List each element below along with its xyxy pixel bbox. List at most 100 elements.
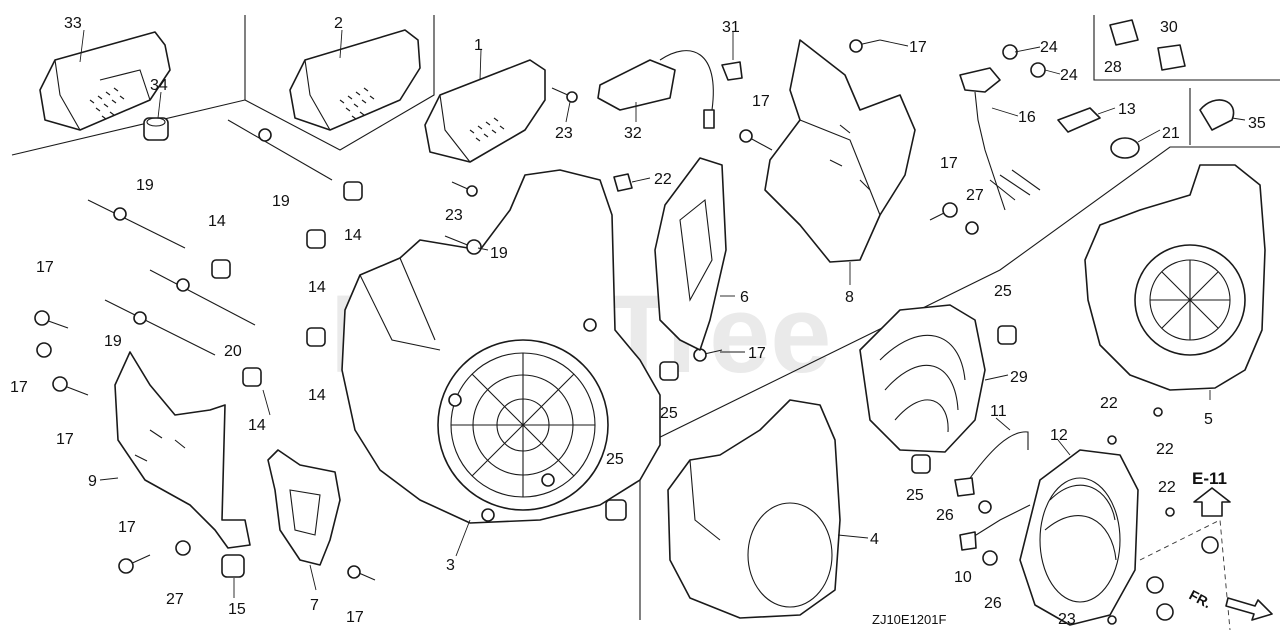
callout-8: 8: [845, 289, 854, 306]
callout-3: 3: [446, 557, 455, 574]
callout-17g: 17: [56, 431, 74, 448]
part-5-fan-shroud: [1084, 164, 1266, 391]
callout-19c: 19: [104, 333, 122, 350]
callout-33: 33: [64, 15, 82, 32]
callout-23a: 23: [555, 125, 573, 142]
callout-15: 16: [1018, 109, 1036, 126]
front-direction-arrow: [1225, 597, 1273, 621]
callout-17a: 17: [909, 39, 927, 56]
part-26-bolt: [978, 500, 998, 566]
callout-27a: 27: [966, 187, 984, 204]
callout-27b: 27: [166, 591, 184, 608]
callout-22d: 23: [1058, 611, 1076, 628]
part-18-bolt: [444, 235, 482, 255]
callout-labels: 33 2 1 34 31 32 23 23 17 17 17 17 17 17 …: [10, 15, 1266, 628]
callout-25b: 25: [660, 405, 678, 422]
callout-14d: 14: [308, 387, 326, 404]
callout-24b: 24: [1060, 67, 1078, 84]
callout-17i: 17: [346, 609, 364, 626]
callout-34: 34: [150, 77, 168, 94]
callout-14e: 14: [248, 417, 266, 434]
callout-7: 7: [310, 597, 319, 614]
part-35-clamp: [1199, 99, 1235, 131]
part-28-clip: [1109, 19, 1139, 46]
callout-19b: 19: [272, 193, 290, 210]
callout-17b: 17: [752, 93, 770, 110]
part-11-bracket: [954, 431, 1029, 497]
callout-24a: 24: [1040, 39, 1058, 56]
part-19-stud: [87, 119, 333, 356]
callout-28: 28: [1104, 59, 1122, 76]
part-24-nut: [1002, 44, 1046, 78]
callout-10: 10: [954, 569, 972, 586]
callout-19a: 19: [136, 177, 154, 194]
part-22-screw: [1107, 407, 1175, 625]
part-34-grommet: [143, 117, 169, 141]
part-30-clip: [721, 61, 743, 81]
part-31-sensor: [597, 50, 715, 129]
callout-11: 11: [990, 403, 1007, 420]
callout-29: 29: [1010, 369, 1028, 386]
part-8-bracket: [764, 39, 916, 263]
part-10-bracket: [959, 504, 1031, 551]
callout-31: 32: [624, 125, 642, 142]
callout-17e: 17: [36, 259, 54, 276]
part-20-clip: [613, 173, 633, 192]
section-lines: [11, 15, 1280, 631]
callout-22a: 22: [1100, 395, 1118, 412]
part-25-nut: [605, 325, 1017, 521]
callout-9: 9: [88, 473, 97, 490]
callout-14b: 14: [208, 213, 226, 230]
callout-20: 22: [654, 171, 672, 188]
callout-25c: 25: [606, 451, 624, 468]
callout-18: 19: [490, 245, 508, 262]
callout-21: 21: [1162, 125, 1180, 142]
callout-22c: 22: [1158, 479, 1176, 496]
e11-reference-label: E-11: [1192, 469, 1227, 488]
part-13-plate: [1057, 107, 1101, 133]
callout-2: 2: [334, 15, 343, 32]
callout-17d: 17: [748, 345, 766, 362]
part-23-screw: [451, 87, 578, 197]
callout-16: 15: [228, 601, 246, 618]
part-12-recoil-cover: [1019, 449, 1139, 626]
part-29-fan-cover: [859, 304, 986, 453]
part-4-fan-shroud: [667, 399, 841, 619]
part-15-switch-harness: [959, 67, 1041, 211]
part-32-clip: [1157, 44, 1186, 71]
callout-35: 35: [1248, 115, 1266, 132]
e11-reference-arrow: [1193, 487, 1231, 517]
part-3-fan-shroud: [341, 169, 661, 524]
part-9-bracket: [114, 351, 251, 549]
callout-4: 4: [870, 531, 879, 548]
callout-17f: 17: [10, 379, 28, 396]
diagram-code: ZJ10E1201F: [872, 612, 946, 627]
callout-22b: 22: [1156, 441, 1174, 458]
part-1-shroud-cover: [424, 59, 546, 163]
part-27-bolt: [175, 221, 979, 556]
part-14-nut: [211, 181, 363, 387]
callout-32: 30: [1160, 19, 1178, 36]
part-21-grommet: [1110, 137, 1140, 159]
part-7-baffle: [267, 449, 341, 566]
callout-6: 6: [740, 289, 749, 306]
part-6-baffle: [654, 157, 727, 351]
callout-17c: 17: [940, 155, 958, 172]
callout-23b: 23: [445, 207, 463, 224]
callout-19d: 20: [224, 343, 242, 360]
callout-25d: 25: [906, 487, 924, 504]
front-direction-label: FR.: [1187, 587, 1214, 612]
callout-1: 1: [474, 37, 483, 54]
leader-lines: [79, 29, 1246, 598]
part-2-shroud-cover: [289, 29, 421, 131]
part-16-nut: [221, 554, 245, 578]
callout-17h: 17: [118, 519, 136, 536]
callout-26b: 26: [984, 595, 1002, 612]
callout-13: 13: [1118, 101, 1136, 118]
callout-26a: 26: [936, 507, 954, 524]
part-33-shroud-cover: [39, 31, 171, 131]
callout-12: 12: [1050, 427, 1068, 444]
callout-30: 31: [722, 19, 740, 36]
